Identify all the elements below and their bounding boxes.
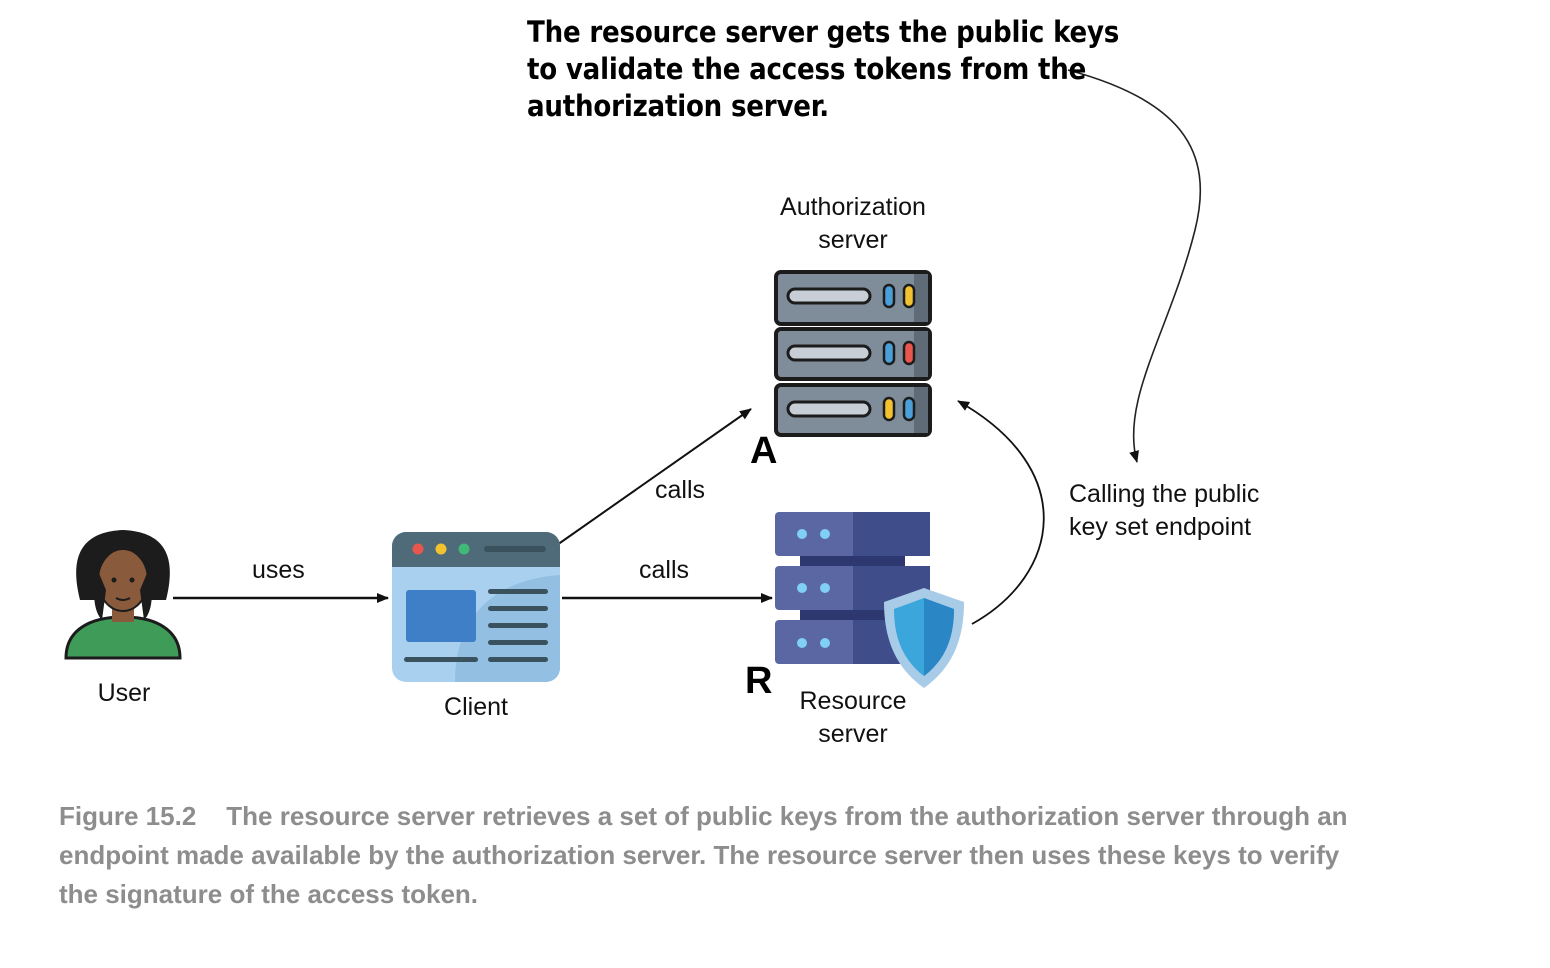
callout-line-1: The resource server gets the public keys [527, 15, 1120, 49]
resource-server-label-line-1: Resource [799, 687, 907, 715]
authorization-server-label-line-2: server [818, 226, 888, 254]
edge-label-uses: uses [252, 556, 305, 584]
edge-label-public-key-set-line-2: key set endpoint [1069, 513, 1252, 541]
caption-line-1: Figure 15.2 The resource server retrieves… [59, 797, 1519, 836]
authorization-server-label: Authorization server [753, 191, 953, 257]
authorization-server-letter: A [750, 430, 778, 472]
callout-line-3: authorization server. [527, 89, 829, 123]
edge-label-public-key-set: Calling the public key set endpoint [1069, 478, 1259, 544]
client-browser-window-icon [392, 532, 560, 682]
callout-pointer-arrow [1067, 69, 1202, 463]
callout-text: The resource server gets the public keys… [527, 14, 1167, 125]
authorization-server-rack-icon [774, 270, 932, 437]
figure-number: Figure 15.2 [59, 801, 197, 831]
edge-label-public-key-set-line-1: Calling the public [1069, 480, 1260, 508]
resource-server-label: Resource server [753, 685, 953, 751]
edge-client-to-authorization [556, 408, 752, 546]
shield-icon [884, 588, 964, 688]
callout-line-2: to validate the access tokens from the [527, 52, 1087, 86]
edge-label-calls-resource: calls [639, 556, 690, 584]
figure-caption: Figure 15.2 The resource server retrieves… [59, 797, 1519, 914]
caption-line-3: the signature of the access token. [59, 879, 479, 909]
user-label: User [97, 679, 151, 707]
authorization-server-label-line-1: Authorization [780, 193, 926, 221]
user-avatar-icon [64, 530, 182, 660]
caption-line-2: endpoint made available by the authoriza… [59, 840, 1340, 870]
client-label: Client [444, 693, 508, 721]
resource-server-letter: R [745, 660, 773, 702]
edge-label-calls-authorization: calls [655, 476, 706, 504]
resource-server-label-line-2: server [818, 720, 888, 748]
caption-line-1-text: The resource server retrieves a set of p… [226, 801, 1348, 831]
edge-resource-to-authorization [957, 400, 1045, 625]
